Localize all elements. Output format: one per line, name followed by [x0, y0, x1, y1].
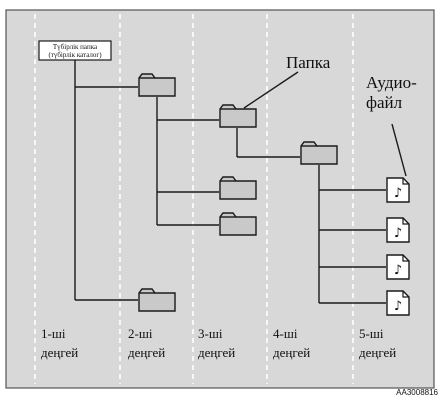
folder-icon — [219, 212, 257, 236]
level-4-sublabel: деңгей — [273, 345, 310, 360]
level-5-label: 5-ші — [359, 326, 384, 341]
level-3-label: 3-ші — [198, 326, 223, 341]
level-2-label: 2-ші — [128, 326, 153, 341]
folder-icon — [300, 141, 338, 165]
music-note-file-icon — [386, 254, 410, 280]
music-note-file-icon — [386, 217, 410, 243]
root-folder-sublabel: (түбірлік каталог) — [48, 51, 102, 59]
level-separators — [34, 14, 354, 384]
folder-callout-label: Папка — [286, 53, 331, 72]
music-note-file-icon — [386, 290, 410, 316]
level-5-sublabel: деңгей — [359, 345, 396, 360]
tree-connectors — [74, 60, 407, 304]
level-3-sublabel: деңгей — [198, 345, 235, 360]
root-folder-box — [38, 40, 112, 61]
folder-icon — [219, 176, 257, 200]
audio-file-callout-sublabel: файл — [366, 93, 403, 112]
figure-code: AA3008816 — [396, 388, 438, 397]
folder-icon — [219, 104, 257, 128]
level-2-sublabel: деңгей — [128, 345, 165, 360]
level-4-label: 4-ші — [273, 326, 298, 341]
level-1-label: 1-ші — [41, 326, 66, 341]
folder-icon — [138, 73, 176, 97]
level-1-sublabel: деңгей — [41, 345, 78, 360]
audio-file-callout-label: Аудио- — [366, 73, 417, 92]
root-folder-label: Түбірлік папка — [53, 43, 98, 51]
music-note-file-icon — [386, 177, 410, 203]
